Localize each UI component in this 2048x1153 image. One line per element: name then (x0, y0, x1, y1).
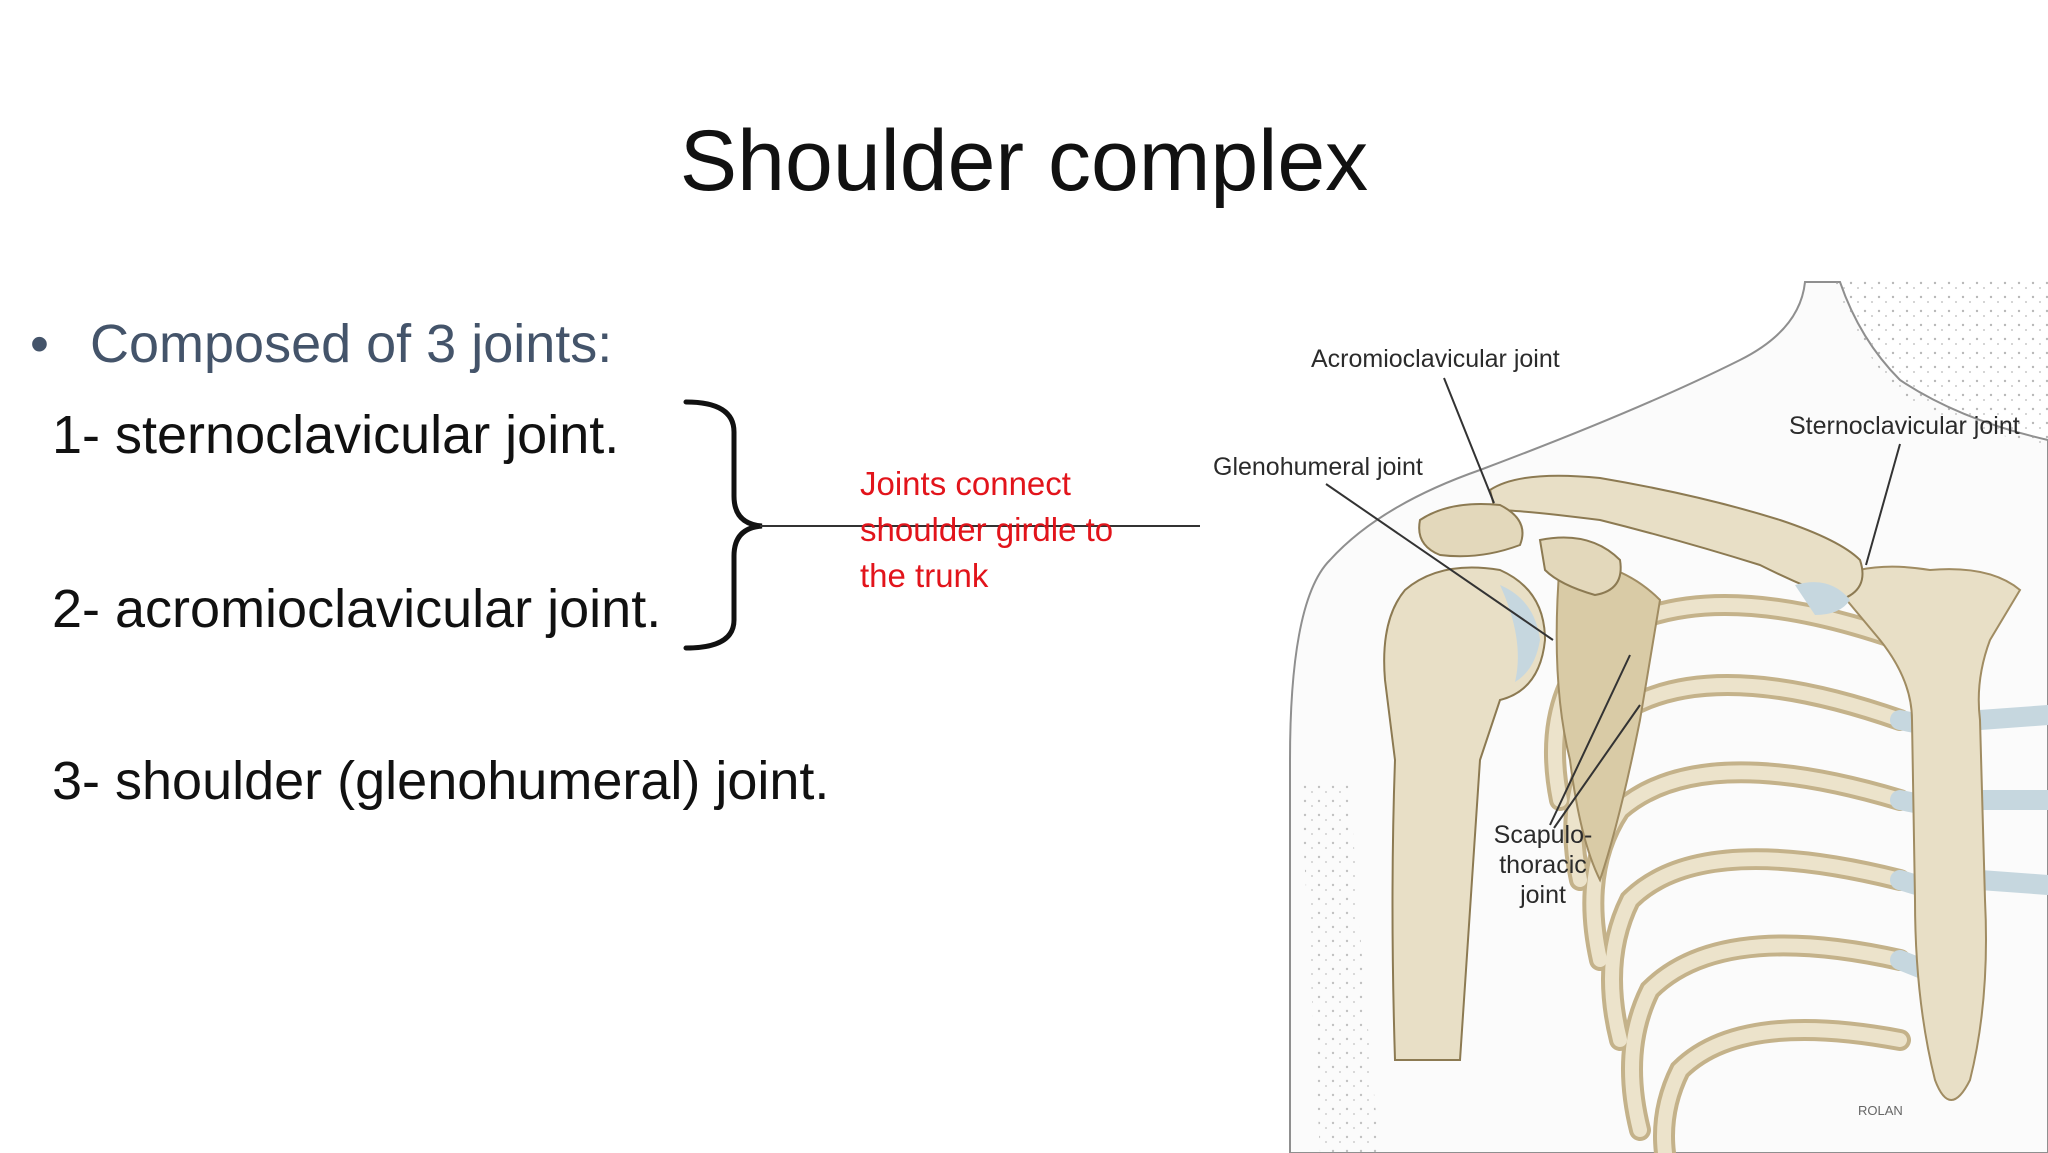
joint-list-item-3: 3- shoulder (glenohumeral) joint. (52, 751, 830, 811)
label-scapulothoracic-line-2: thoracic (1499, 851, 1587, 879)
bullet-text: Composed of 3 joints: (90, 314, 613, 374)
label-scapulothoracic: Scapulo- thoracic joint (1488, 820, 1598, 910)
label-acromioclavicular: Acromioclavicular joint (1311, 345, 1560, 373)
slide-title: Shoulder complex (679, 113, 1369, 209)
bullet-dot-icon: • (30, 314, 49, 374)
label-sternoclavicular: Sternoclavicular joint (1789, 412, 2020, 440)
annotation-line-1: Joints connect (860, 465, 1071, 502)
humerus (1383, 566, 1547, 1061)
label-scapulothoracic-line-1: Scapulo- (1493, 821, 1593, 849)
annotation-line-3: the trunk (860, 557, 989, 594)
acromion (1418, 503, 1524, 558)
illustrator-signature: ROLAN (1858, 1103, 1903, 1118)
label-glenohumeral: Glenohumeral joint (1213, 453, 1423, 481)
scapula (1555, 558, 1662, 883)
joint-list-item-2: 2- acromioclavicular joint. (52, 579, 662, 639)
label-scapulothoracic-line-3: joint (1520, 881, 1566, 909)
sternum (1828, 565, 2022, 1101)
joint-list-item-1: 1- sternoclavicular joint. (52, 405, 620, 465)
neck-shading (1835, 280, 2048, 445)
torso-shading (1300, 780, 1380, 1153)
annotation-note: Joints connect shoulder girdle to the tr… (860, 461, 1113, 599)
annotation-line-2: shoulder girdle to (860, 511, 1114, 548)
clavicle (1488, 474, 1864, 602)
bullet-point: • Composed of 3 joints: (30, 317, 612, 371)
label-leader-lines (1325, 377, 1901, 829)
coracoid-process (1538, 536, 1622, 597)
sc-joint-cartilage (1795, 582, 1850, 615)
